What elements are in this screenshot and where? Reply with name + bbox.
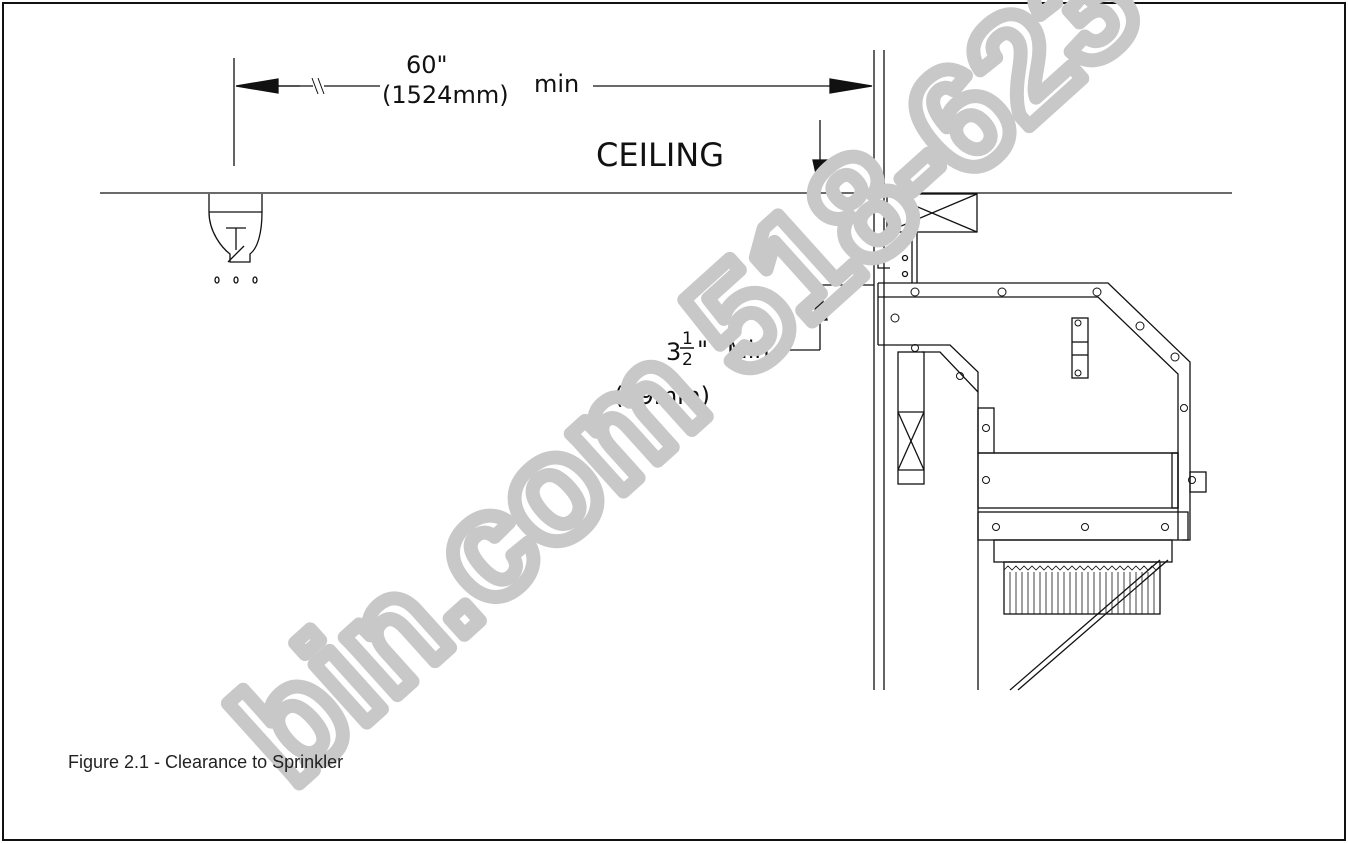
dimension-vertical-qualifier: Min [727,336,770,364]
dimension-vertical-unit: " [697,336,708,364]
ceiling-label: CEILING [596,136,724,174]
hanger-bracket [877,232,918,283]
dimension-horizontal-qualifier: min [534,70,579,98]
rivets [890,287,1196,531]
sprinkler-head [208,194,263,284]
hood-unit [877,282,1207,691]
dimension-vertical-numerator: 1 [682,329,693,349]
figure-caption: Figure 2.1 - Clearance to Sprinkler [68,752,344,772]
watermark: bin.com 518-623- [196,0,1213,821]
vertical-dimension [782,284,874,351]
dimension-horizontal-value: 60" [406,51,448,79]
dimension-vertical-whole: 3 [666,338,681,366]
dimension-vertical-denominator: 2 [682,350,693,370]
horizontal-dimension [233,58,873,166]
ceiling-blocking [886,193,978,233]
watermark-text: bin.com 518-623- [203,0,1206,814]
dimension-vertical-metric: (89mm) [614,382,710,410]
dimension-horizontal-metric: (1524mm) [382,81,509,109]
